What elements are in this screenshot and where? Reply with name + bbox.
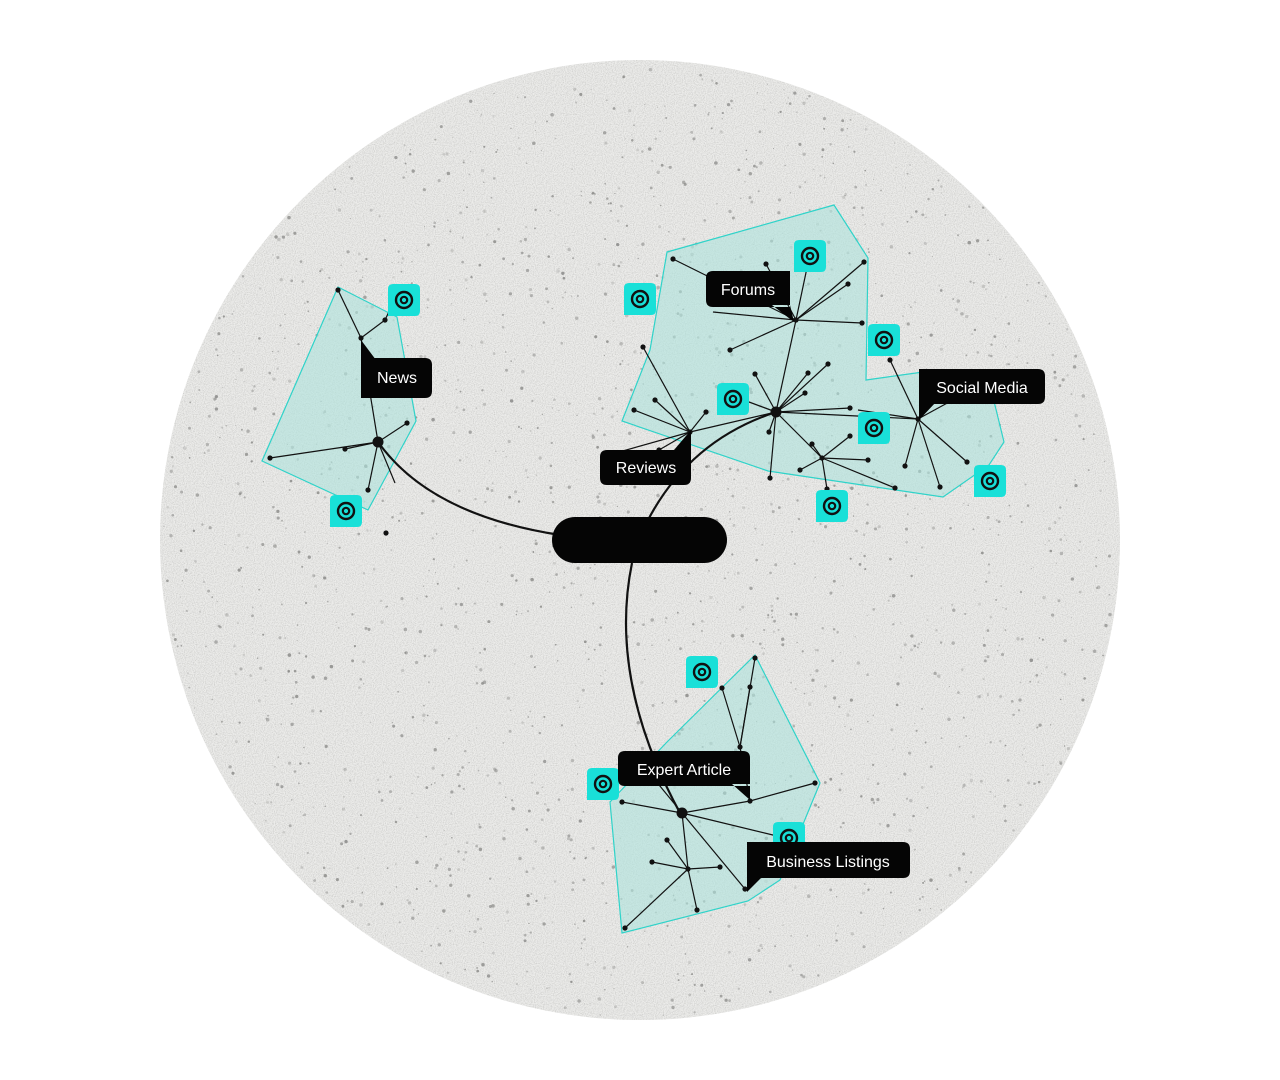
leaf-node bbox=[719, 685, 725, 691]
target-icon[interactable] bbox=[624, 283, 656, 315]
leaf-node bbox=[383, 530, 389, 536]
leaf-node bbox=[847, 405, 853, 411]
reviews-label[interactable]: Reviews bbox=[600, 430, 691, 485]
reviews-label-text: Reviews bbox=[616, 460, 676, 477]
news-label-text: News bbox=[377, 370, 417, 387]
leaf-node bbox=[267, 455, 273, 461]
leaf-node bbox=[717, 864, 723, 870]
leaf-node bbox=[861, 259, 867, 265]
leaf-node bbox=[727, 347, 733, 353]
leaf-node bbox=[404, 420, 410, 426]
leaf-node bbox=[937, 484, 943, 490]
leaf-node bbox=[887, 357, 893, 363]
leaf-node bbox=[382, 317, 388, 323]
news-label[interactable]: News bbox=[361, 340, 432, 398]
leaf-node bbox=[845, 281, 851, 287]
target-icon[interactable] bbox=[816, 490, 848, 522]
leaf-node bbox=[737, 744, 743, 750]
leaf-node bbox=[805, 370, 811, 376]
central-hub-node bbox=[770, 406, 782, 418]
leaf-node bbox=[902, 463, 908, 469]
social-media-label[interactable]: Social Media bbox=[919, 369, 1045, 420]
connector-to-news bbox=[377, 441, 561, 537]
leaf-node bbox=[766, 429, 772, 435]
leaf-node bbox=[752, 655, 758, 661]
leaf-node bbox=[847, 433, 853, 439]
leaf-node bbox=[767, 475, 773, 481]
target-icon[interactable] bbox=[974, 465, 1006, 497]
branch-lines bbox=[269, 243, 968, 929]
center-topic-pill[interactable] bbox=[552, 517, 727, 563]
leaf-node bbox=[802, 390, 808, 396]
leaf-node bbox=[797, 467, 803, 473]
cluster-labels: News Forums Reviews Social Media Expert … bbox=[361, 271, 1045, 892]
leaf-node bbox=[619, 799, 625, 805]
leaf-node bbox=[747, 798, 753, 804]
leaf-node bbox=[664, 837, 670, 843]
leaf-node bbox=[892, 485, 898, 491]
forums-label-text: Forums bbox=[721, 282, 775, 299]
leaf-node bbox=[694, 907, 700, 913]
leaf-node bbox=[742, 886, 748, 892]
leaf-node bbox=[793, 317, 799, 323]
leaf-node bbox=[825, 361, 831, 367]
news-hub-node bbox=[372, 436, 384, 448]
leaf-node bbox=[640, 344, 646, 350]
leaf-node bbox=[752, 371, 758, 377]
leaf-node bbox=[964, 459, 970, 465]
target-icon[interactable] bbox=[868, 324, 900, 356]
news-cluster-hull bbox=[261, 286, 417, 511]
expert-article-label[interactable]: Expert Article bbox=[618, 751, 750, 800]
leaf-node bbox=[685, 866, 691, 872]
leaf-node bbox=[652, 397, 658, 403]
leaf-node bbox=[358, 335, 364, 341]
connector-to-reviews bbox=[647, 410, 777, 521]
leaf-node bbox=[747, 684, 753, 690]
target-icon[interactable] bbox=[388, 284, 420, 316]
target-icon[interactable] bbox=[686, 656, 718, 688]
leaf-node bbox=[622, 925, 628, 931]
target-icon[interactable] bbox=[330, 495, 362, 527]
leaf-node bbox=[703, 409, 709, 415]
leaf-node bbox=[335, 287, 341, 293]
business-listings-label[interactable]: Business Listings bbox=[747, 842, 910, 892]
leaf-node bbox=[859, 320, 865, 326]
social-media-label-text: Social Media bbox=[936, 380, 1028, 397]
leaf-node bbox=[865, 457, 871, 463]
expert-hub-node bbox=[676, 807, 688, 819]
target-badges bbox=[330, 240, 1006, 854]
forums-label[interactable]: Forums bbox=[706, 271, 794, 322]
leaf-node bbox=[649, 859, 655, 865]
leaf-node bbox=[812, 780, 818, 786]
expert-article-label-text: Expert Article bbox=[637, 762, 731, 779]
business-listings-label-text: Business Listings bbox=[766, 854, 890, 871]
target-icon[interactable] bbox=[587, 768, 619, 800]
leaf-node bbox=[670, 256, 676, 262]
leaf-node bbox=[809, 441, 815, 447]
leaf-node bbox=[365, 487, 371, 493]
leaf-node bbox=[819, 455, 825, 461]
leaf-node bbox=[763, 261, 769, 267]
leaf-node bbox=[631, 407, 637, 413]
target-icon[interactable] bbox=[858, 412, 890, 444]
leaf-node bbox=[342, 446, 348, 452]
target-icon[interactable] bbox=[717, 383, 749, 415]
target-icon[interactable] bbox=[794, 240, 826, 272]
